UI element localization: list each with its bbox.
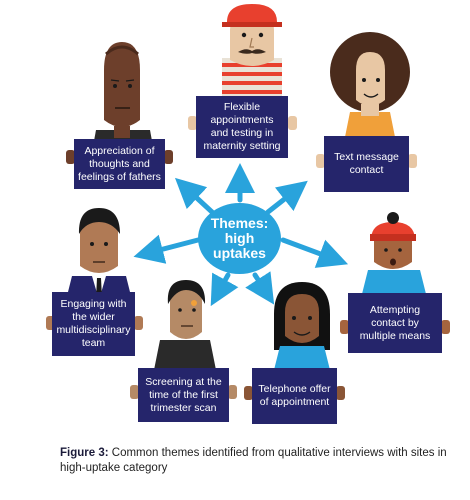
sign-line: Attempting [369,303,421,316]
arrow-down-left [210,272,239,307]
sign-attempting-contact: Attempting contact by multiple means [348,293,442,353]
caption-label: Figure 3: [60,447,109,459]
sign-text-message: Text message contact [324,136,409,192]
sign-hands [46,116,450,400]
sign-line: Flexible [223,101,261,113]
sign-telephone: Telephone offer of appointment [252,368,337,424]
person-flexible-figure [222,4,282,96]
arrow-up-left [174,177,215,215]
sign-line: appointments [210,114,274,126]
sign-line: Text message [334,151,399,163]
sign-line: time of the first [149,388,218,401]
sign-line: team [81,337,106,349]
center-line: high [224,230,255,246]
sign-line: Appreciation of [84,144,155,157]
sign-fathers: Appreciation of thoughts and feelings of… [74,139,165,189]
arrow-right [280,237,349,268]
sign-line: and testing in [210,127,274,139]
sign-screening: Screening at the time of the first trime… [138,368,229,422]
arrow-left [133,234,201,264]
sign-line: thoughts and [89,157,150,170]
person-text-figure [330,32,410,142]
sign-line: Engaging with [60,298,127,310]
sign-line: Telephone offer [258,383,331,395]
sign-line: feelings of fathers [78,170,161,183]
center-line: Themes: [210,215,269,231]
sign-engaging: Engaging with the wider multidisciplinar… [52,292,135,356]
center-line: uptakes [213,245,266,261]
person-telephone-figure [274,282,330,370]
person-screening-figure [154,280,216,370]
sign-line: multidisciplinary [56,324,131,336]
sign-flexible-appointments: Flexible appointments and testing in mat… [196,96,288,158]
sign-line: the wider [72,311,115,323]
sign-line: trimester scan [150,401,217,414]
sign-line: of appointment [259,396,330,408]
sign-line: maternity setting [203,140,281,152]
sign-line: contact by [371,316,419,329]
caption-text: Common themes identified from qualitativ… [60,447,447,474]
arrow-down-right [245,271,275,305]
theme-arrows [133,163,349,307]
person-engaging-figure [66,208,132,301]
person-fathers-figure [92,42,154,152]
sign-line: Screening at the [145,375,222,388]
sign-line: multiple means [359,329,431,342]
person-attempting-figure [362,212,426,294]
center-theme-bubble: Themes: high uptakes [198,203,281,274]
arrow-up-right [265,180,308,215]
figure-caption: Figure 3: Common themes identified from … [60,446,460,476]
sign-line: contact [349,164,384,176]
